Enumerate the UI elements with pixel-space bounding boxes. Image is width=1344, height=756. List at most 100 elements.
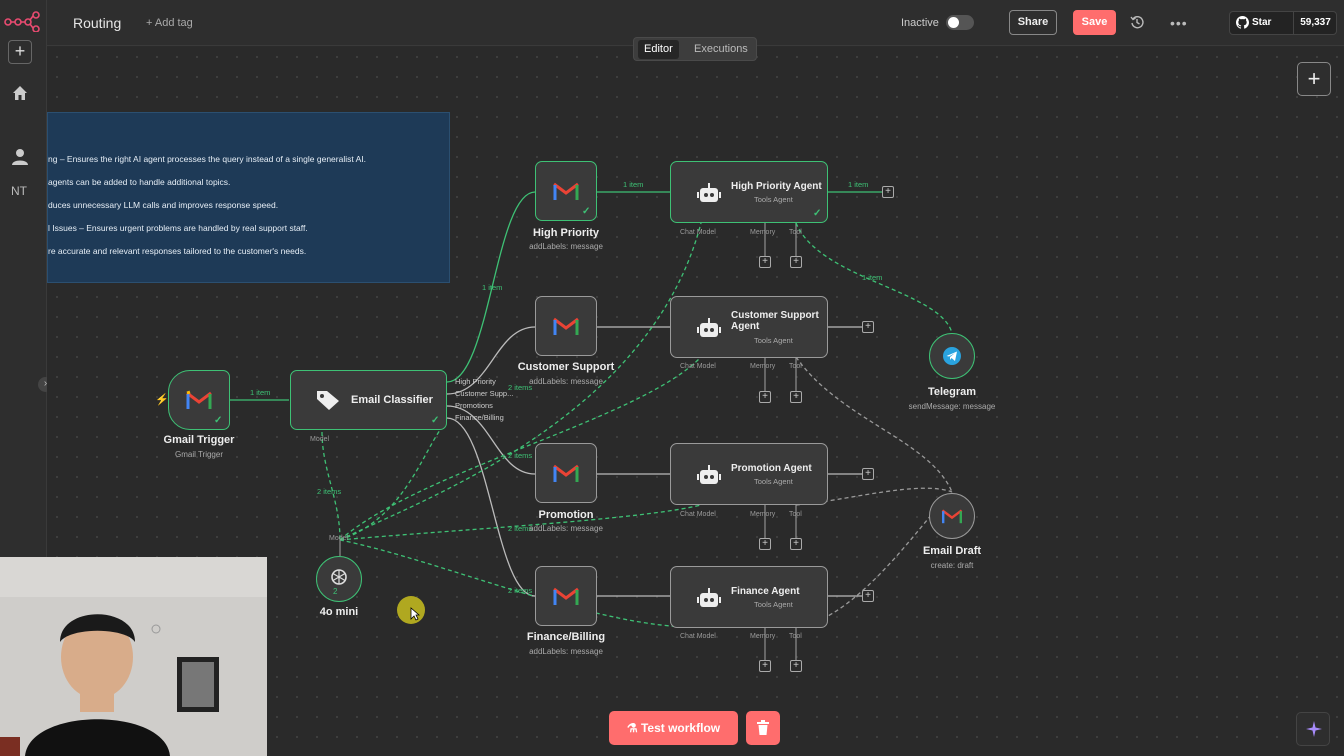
- more-options-icon[interactable]: •••: [1170, 15, 1188, 31]
- robot-icon: [697, 465, 721, 484]
- github-star-label: Star: [1252, 17, 1272, 28]
- active-toggle[interactable]: [946, 15, 974, 30]
- add-tool-button[interactable]: +: [790, 660, 802, 672]
- add-memory-button[interactable]: +: [759, 538, 771, 550]
- finance-agent-node[interactable]: Finance Agent Tools Agent: [670, 566, 828, 628]
- tool-port-label: Tool: [789, 511, 802, 518]
- gmail-high-priority-node[interactable]: ✓: [535, 161, 597, 221]
- openai-model-node[interactable]: 2: [316, 556, 362, 602]
- agent-subtitle: Tools Agent: [754, 600, 793, 609]
- github-star-widget[interactable]: Star 59,337: [1229, 11, 1337, 35]
- node-title: Telegram: [927, 386, 977, 398]
- test-workflow-label: Test workflow: [640, 721, 721, 735]
- add-tag-link[interactable]: + Add tag: [146, 17, 193, 29]
- agent-title: Finance Agent: [731, 586, 800, 597]
- success-check-icon: ✓: [813, 208, 822, 219]
- save-button[interactable]: Save: [1073, 10, 1116, 35]
- tool-port-label: Tool: [789, 363, 802, 370]
- edge-label: 1 item: [848, 180, 869, 189]
- chat-model-port-label: Chat Model: [680, 363, 716, 370]
- telegram-node[interactable]: [929, 333, 975, 379]
- gmail-icon: [553, 317, 579, 335]
- chat-model-port-label: Chat Model: [680, 511, 716, 518]
- promotion-agent-node[interactable]: Promotion Agent Tools Agent: [670, 443, 828, 505]
- edge-label: 2 items: [508, 524, 533, 533]
- delete-execution-button[interactable]: [746, 711, 780, 745]
- robot-icon: [697, 588, 721, 607]
- sparkle-icon: [1306, 721, 1322, 737]
- node-title: Promotion: [538, 509, 594, 521]
- model-port-label: Model: [329, 535, 349, 542]
- edge-label: 1 item: [250, 388, 271, 397]
- github-star-button[interactable]: Star: [1234, 12, 1271, 34]
- note-line: ng – Ensures the right AI agent processe…: [48, 154, 367, 164]
- node-subtitle: addLabels: message: [529, 524, 603, 533]
- mouse-cursor-icon: [410, 607, 420, 621]
- test-workflow-button[interactable]: ⚗ Test workflow: [609, 711, 738, 745]
- user-initials[interactable]: NT: [11, 184, 27, 198]
- user-icon[interactable]: [11, 148, 29, 166]
- ai-assistant-button[interactable]: [1296, 712, 1330, 746]
- home-icon[interactable]: [11, 84, 29, 102]
- edge-label: 2 items: [508, 451, 533, 460]
- n8n-logo[interactable]: [4, 10, 40, 32]
- agent-title: Customer Support Agent: [731, 310, 819, 332]
- workflow-name[interactable]: Routing: [73, 15, 122, 31]
- agent-subtitle: Tools Agent: [754, 477, 793, 486]
- gmail-customer-support-node[interactable]: [535, 296, 597, 356]
- output-label: High Priority: [455, 377, 496, 386]
- high-priority-agent-node[interactable]: High Priority Agent Tools Agent ✓: [670, 161, 828, 223]
- gmail-icon: [553, 464, 579, 482]
- gmail-finance-billing-node[interactable]: [535, 566, 597, 626]
- add-node-button[interactable]: +: [1297, 62, 1331, 96]
- add-memory-button[interactable]: +: [759, 256, 771, 268]
- edge-label: 2 items: [508, 383, 533, 392]
- edge-label: 1 item: [482, 283, 503, 292]
- robot-icon: [697, 183, 721, 202]
- output-label: Finance/Billing: [455, 413, 504, 422]
- add-next-node-button[interactable]: +: [862, 590, 874, 602]
- node-subtitle: Gmail Trigger: [174, 450, 223, 459]
- tab-executions[interactable]: Executions: [694, 43, 748, 55]
- node-title: Customer Support: [517, 361, 615, 373]
- agent-title: Promotion Agent: [731, 463, 812, 474]
- add-next-node-button[interactable]: +: [862, 321, 874, 333]
- node-title: Gmail Trigger: [163, 434, 235, 446]
- note-line: l Issues – Ensures urgent problems are h…: [48, 223, 308, 233]
- webcam-overlay: [0, 557, 267, 756]
- gmail-trigger-node[interactable]: ✓: [168, 370, 230, 430]
- gmail-icon: [941, 509, 963, 524]
- edge-label: 1 item: [862, 273, 883, 282]
- memory-port-label: Memory: [750, 229, 776, 236]
- add-memory-button[interactable]: +: [759, 660, 771, 672]
- share-button[interactable]: Share: [1009, 10, 1057, 35]
- run-count: 2: [333, 587, 338, 596]
- gmail-icon: [553, 587, 579, 605]
- note-line: agents can be added to handle additional…: [48, 177, 231, 187]
- node-subtitle: sendMessage: message: [908, 402, 996, 411]
- success-check-icon: ✓: [214, 415, 223, 426]
- add-tool-button[interactable]: +: [790, 391, 802, 403]
- add-next-node-button[interactable]: +: [862, 468, 874, 480]
- edge-label: 1 item: [623, 180, 644, 189]
- add-memory-button[interactable]: +: [759, 391, 771, 403]
- email-draft-node[interactable]: [929, 493, 975, 539]
- note-line: duces unnecessary LLM calls and improves…: [48, 200, 279, 210]
- history-icon[interactable]: [1130, 15, 1144, 29]
- trash-icon: [757, 720, 769, 735]
- gmail-icon: [553, 182, 579, 200]
- sticky-note[interactable]: ng – Ensures the right AI agent processe…: [47, 112, 450, 283]
- tab-editor[interactable]: Editor: [638, 40, 679, 59]
- node-subtitle: addLabels: message: [529, 647, 603, 656]
- add-tool-button[interactable]: +: [790, 256, 802, 268]
- add-workflow-button[interactable]: +: [8, 40, 32, 64]
- node-subtitle: addLabels: message: [529, 377, 603, 386]
- customer-support-agent-node[interactable]: Customer Support Agent Tools Agent: [670, 296, 828, 358]
- add-next-node-button[interactable]: +: [882, 186, 894, 198]
- tool-port-label: Tool: [789, 229, 802, 236]
- email-classifier-node[interactable]: Email Classifier ✓: [290, 370, 447, 430]
- gmail-promotion-node[interactable]: [535, 443, 597, 503]
- add-tool-button[interactable]: +: [790, 538, 802, 550]
- gmail-icon: [186, 390, 212, 409]
